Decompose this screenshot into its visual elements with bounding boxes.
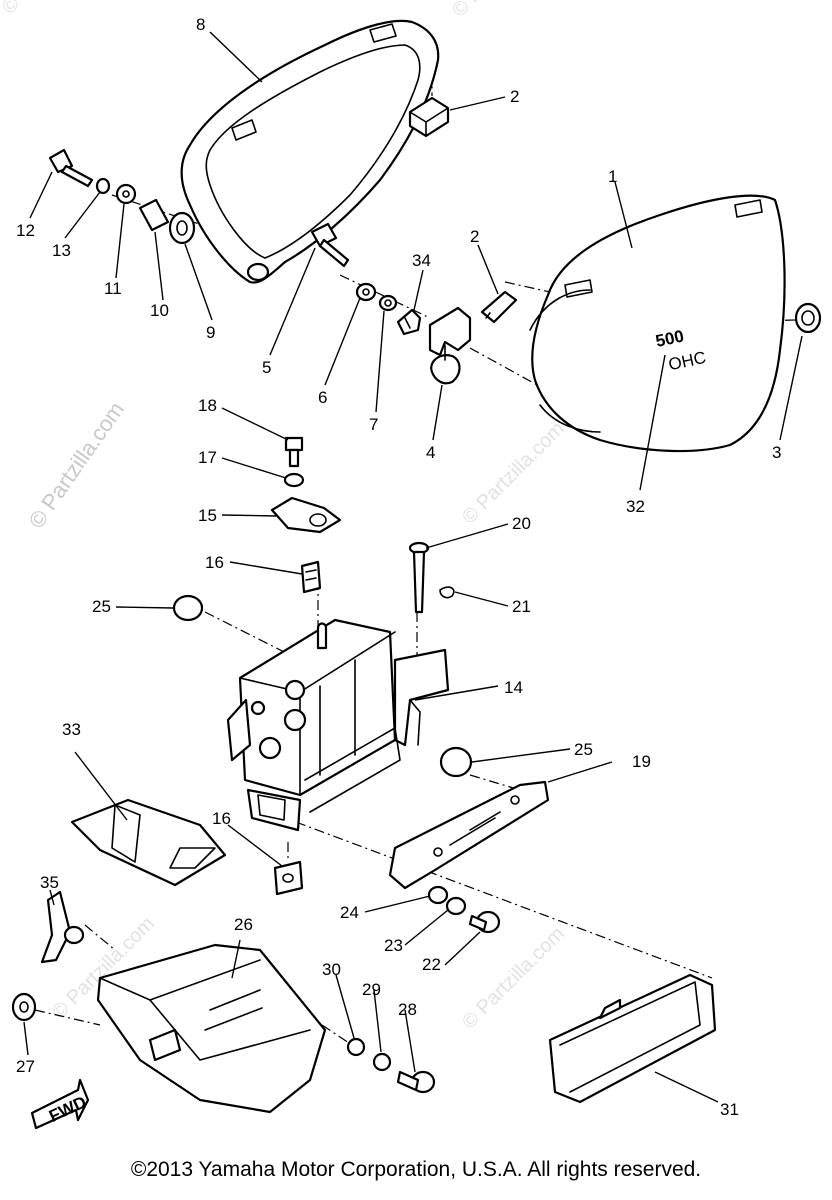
- part-24-washer: [427, 885, 449, 905]
- callout-34: 34: [412, 251, 431, 270]
- callout-30: 30: [322, 960, 341, 979]
- part-3-grommet: [794, 302, 822, 334]
- part-2-clip-upper: [408, 96, 450, 138]
- callout-5: 5: [262, 358, 271, 377]
- part-14-battery-box: [226, 618, 450, 832]
- part-31-case: [548, 973, 717, 1104]
- part-16-damper-lower: [273, 860, 304, 896]
- part-25-cap-lower: [439, 746, 473, 778]
- part-10-collar: [138, 198, 170, 232]
- callout-18: 18: [198, 396, 217, 415]
- callout-25-upper: 25: [92, 597, 111, 616]
- part-13-washer: [95, 177, 111, 195]
- part-19-stay: [388, 780, 550, 890]
- callout-27: 27: [16, 1057, 35, 1076]
- callout-16-lower: 16: [212, 809, 231, 828]
- callout-3: 3: [772, 443, 781, 462]
- callout-35: 35: [40, 873, 59, 892]
- callout-26: 26: [234, 915, 253, 934]
- callout-21: 21: [512, 597, 531, 616]
- callout-31: 31: [720, 1100, 739, 1119]
- part-21-clip: [439, 586, 455, 599]
- callout-16-upper: 16: [205, 553, 224, 572]
- fwd-arrow-icon: FWD: [30, 1078, 89, 1130]
- part-26-tool-box: [96, 943, 327, 1114]
- part-20-pin: [408, 541, 430, 614]
- callout-2-upper: 2: [510, 87, 519, 106]
- watermark-lower-right: © Partzilla.com: [458, 923, 569, 1034]
- part-2-clip-lower: [480, 290, 518, 324]
- callout-32: 32: [626, 497, 645, 516]
- callout-10: 10: [150, 301, 169, 320]
- callout-2-lower: 2: [470, 227, 479, 246]
- callout-11: 11: [104, 279, 122, 298]
- part-34-bracket-clip: [396, 308, 422, 336]
- watermark-mid: © Partzilla.com: [458, 418, 569, 529]
- watermark-top-left: © Partzilla.com: [0, 0, 109, 19]
- part-11-washer: [115, 183, 137, 205]
- part-30-washer: [346, 1037, 366, 1057]
- part-6-washer: [355, 282, 377, 302]
- part-1-right-side-cover: 500 OHC: [529, 194, 786, 453]
- callout-13: 13: [52, 241, 71, 260]
- part-4-lock-bracket: [428, 306, 472, 385]
- callout-6: 6: [318, 388, 327, 407]
- callout-12: 12: [16, 221, 35, 240]
- callout-29: 29: [362, 980, 381, 999]
- copyright-notice: ©2013 Yamaha Motor Corporation, U.S.A. A…: [130, 1158, 702, 1181]
- callout-22: 22: [422, 955, 441, 974]
- part-33-battery-band: [70, 798, 227, 887]
- part-23-washer: [445, 896, 467, 916]
- callout-23: 23: [384, 936, 403, 955]
- callout-14: 14: [504, 678, 523, 697]
- part-35-bracket: [40, 890, 85, 964]
- part-27-grommet: [11, 992, 37, 1022]
- callout-9: 9: [206, 323, 215, 342]
- part-7-washer: [378, 294, 398, 312]
- part-28-bolt: [396, 1070, 436, 1094]
- part-29-washer: [372, 1052, 392, 1072]
- callout-labels: 1 2 2 3 4 5 6 7 8 9 10 11 12 13 14 15 16…: [16, 15, 781, 1119]
- callout-4: 4: [426, 443, 435, 462]
- part-12-bolt: [48, 148, 94, 188]
- callout-1: 1: [608, 167, 617, 186]
- part-8-left-side-cover: [180, 19, 440, 284]
- callout-24: 24: [340, 903, 359, 922]
- callout-17: 17: [198, 448, 217, 467]
- watermark-top-right: © Partzilla.com: [448, 0, 559, 22]
- callout-15: 15: [198, 506, 217, 525]
- part-15-clamp: [270, 496, 342, 534]
- callout-25-lower: 25: [574, 740, 593, 759]
- part-9-grommet: [168, 211, 196, 245]
- leader-lines: [23, 31, 803, 1103]
- callout-19: 19: [632, 752, 651, 771]
- callout-8: 8: [196, 15, 205, 34]
- part-5-bolt: [310, 222, 350, 268]
- callout-28: 28: [398, 1000, 417, 1019]
- callout-33: 33: [62, 720, 81, 739]
- part-17-washer: [283, 472, 305, 488]
- callout-7: 7: [369, 415, 378, 434]
- part-16-damper-upper: [300, 560, 322, 594]
- part-22-bolt: [468, 910, 501, 934]
- part-25-cap-upper: [172, 594, 204, 622]
- part-18-bolt: [284, 436, 304, 468]
- callout-20: 20: [512, 514, 531, 533]
- watermark-vertical: © Partzilla.com: [24, 397, 130, 533]
